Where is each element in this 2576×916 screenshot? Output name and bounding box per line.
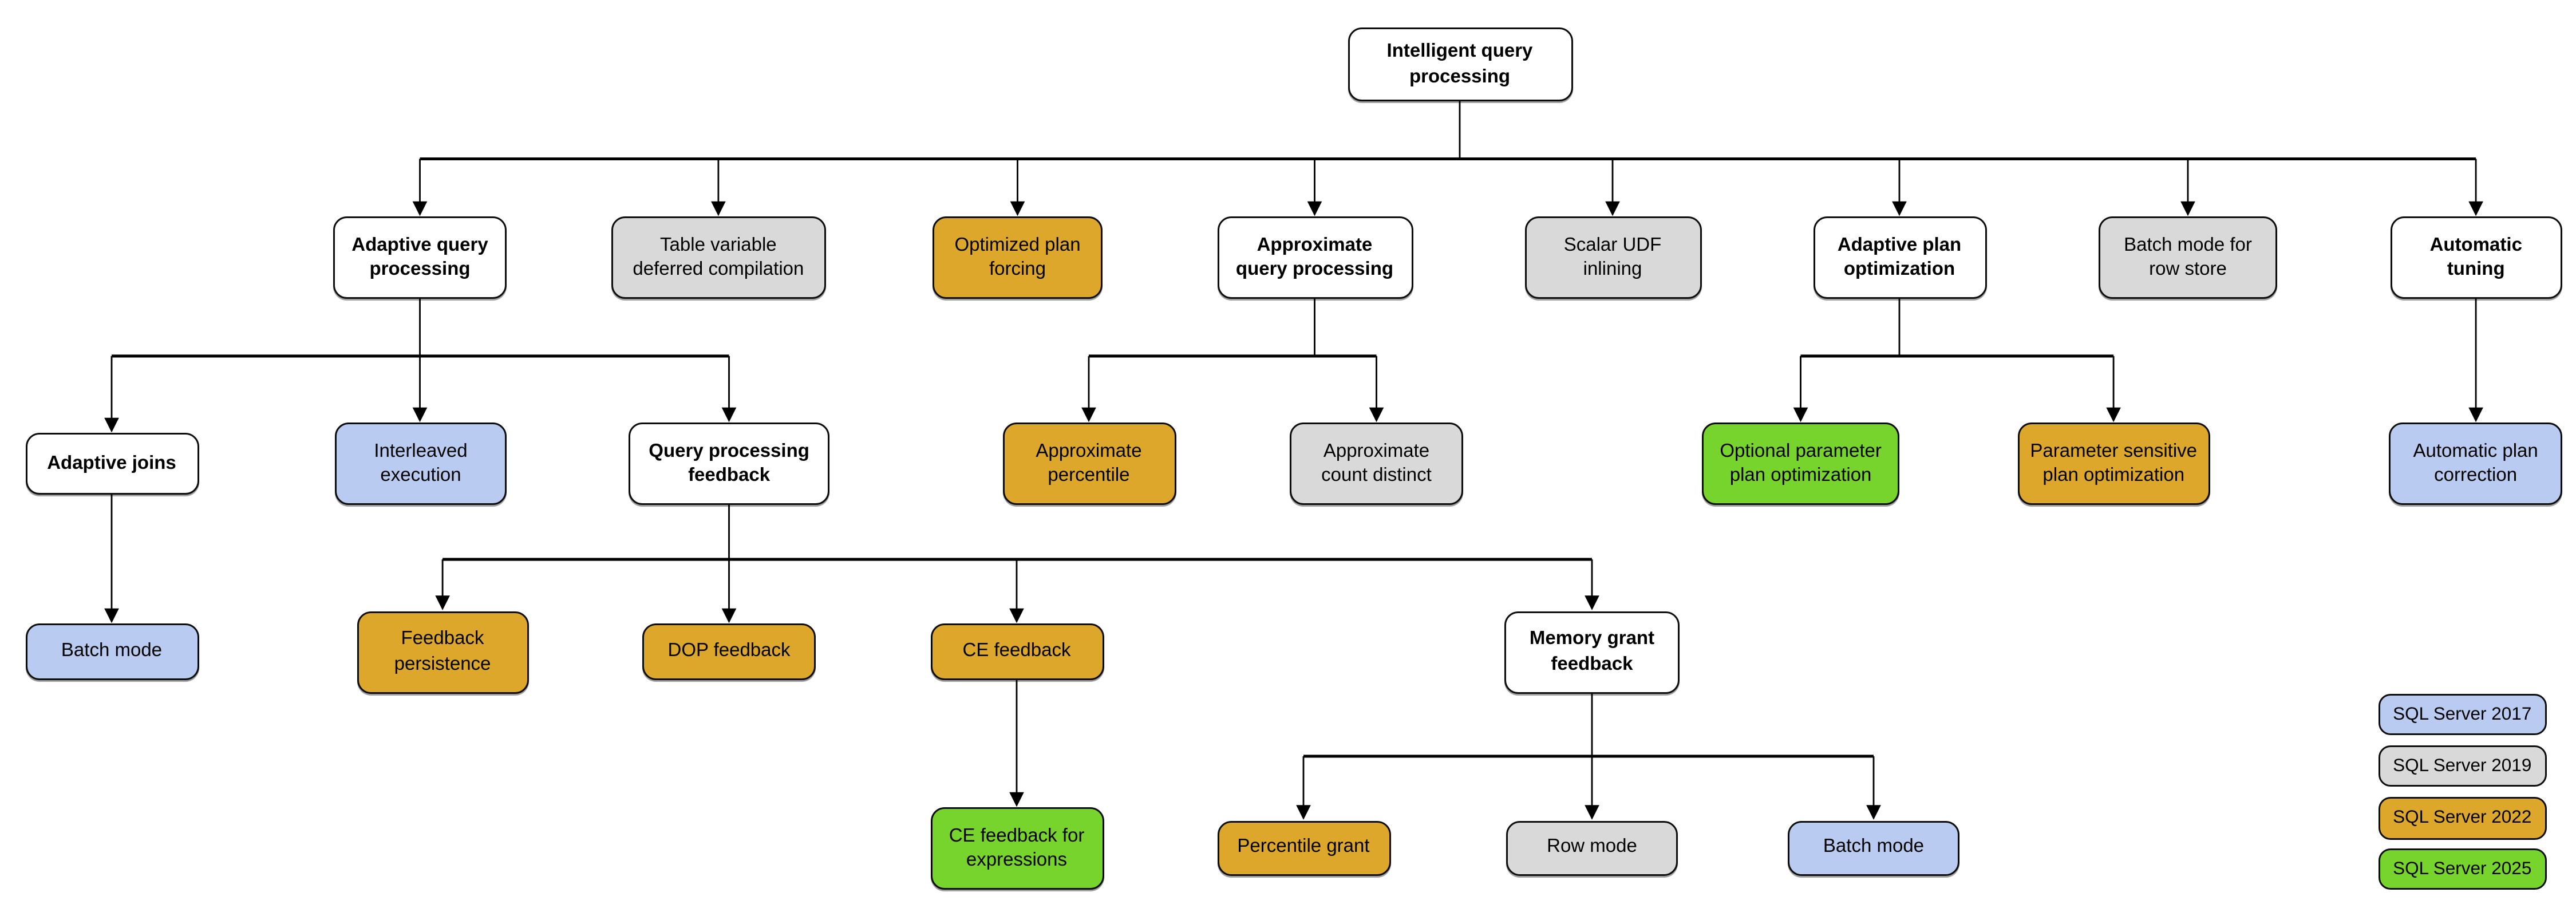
node-intelligent-query-processing: Intelligent query processing — [1347, 27, 1573, 101]
edges-query-processing-feedback — [435, 504, 1599, 623]
node-adaptive-plan-optimization: Adaptive plan optimization — [1812, 216, 1986, 299]
node-approximate-count-distinct: Approximate count distinct — [1290, 423, 1463, 505]
node-parameter-sensitive-plan-optimization: Parameter sensitive plan optimization — [2018, 423, 2210, 505]
node-batch-mode-adaptive-joins: Batch mode — [25, 623, 199, 680]
node-automatic-tuning: Automatic tuning — [2391, 216, 2562, 299]
node-automatic-plan-correction: Automatic plan correction — [2389, 423, 2562, 505]
node-interleaved-execution: Interleaved execution — [335, 423, 507, 505]
node-adaptive-query-processing: Adaptive query processing — [333, 216, 507, 299]
legend-item-sql-server-2025: SQL Server 2025 — [2379, 848, 2546, 891]
edges-approximate-query-processing — [1081, 298, 1384, 423]
legend-item-sql-server-2019: SQL Server 2019 — [2379, 745, 2546, 787]
node-batch-mode-for-row-store: Batch mode for row store — [2099, 216, 2277, 299]
legend-item-sql-server-2017: SQL Server 2017 — [2379, 693, 2546, 735]
node-ce-feedback-for-expressions: CE feedback for expressions — [930, 807, 1104, 890]
node-feedback-persistence: Feedback persistence — [357, 610, 529, 693]
edges-adaptive-plan-optimization — [1793, 298, 2121, 423]
node-approximate-query-processing: Approximate query processing — [1216, 216, 1413, 299]
edges-root — [412, 100, 2483, 216]
node-adaptive-joins: Adaptive joins — [25, 433, 199, 495]
node-table-variable-deferred-compilation: Table variable deferred compilation — [611, 216, 826, 299]
edges-adaptive-query-processing — [104, 298, 737, 433]
node-batch-mode-memory-grant: Batch mode — [1788, 820, 1959, 875]
node-approximate-percentile: Approximate percentile — [1002, 423, 1176, 505]
node-percentile-grant: Percentile grant — [1216, 820, 1390, 875]
node-optimized-plan-forcing: Optimized plan forcing — [933, 216, 1103, 299]
node-memory-grant-feedback: Memory grant feedback — [1504, 610, 1680, 694]
node-ce-feedback: CE feedback — [930, 623, 1104, 680]
edges-memory-grant-feedback — [1296, 693, 1881, 820]
node-query-processing-feedback: Query processing feedback — [629, 423, 829, 505]
node-optional-parameter-plan-optimization: Optional parameter plan optimization — [1702, 423, 1899, 505]
node-dop-feedback: DOP feedback — [642, 623, 816, 680]
node-row-mode: Row mode — [1506, 820, 1678, 875]
node-scalar-udf-inlining: Scalar UDF inlining — [1524, 216, 1701, 299]
legend-item-sql-server-2022: SQL Server 2022 — [2379, 797, 2546, 839]
